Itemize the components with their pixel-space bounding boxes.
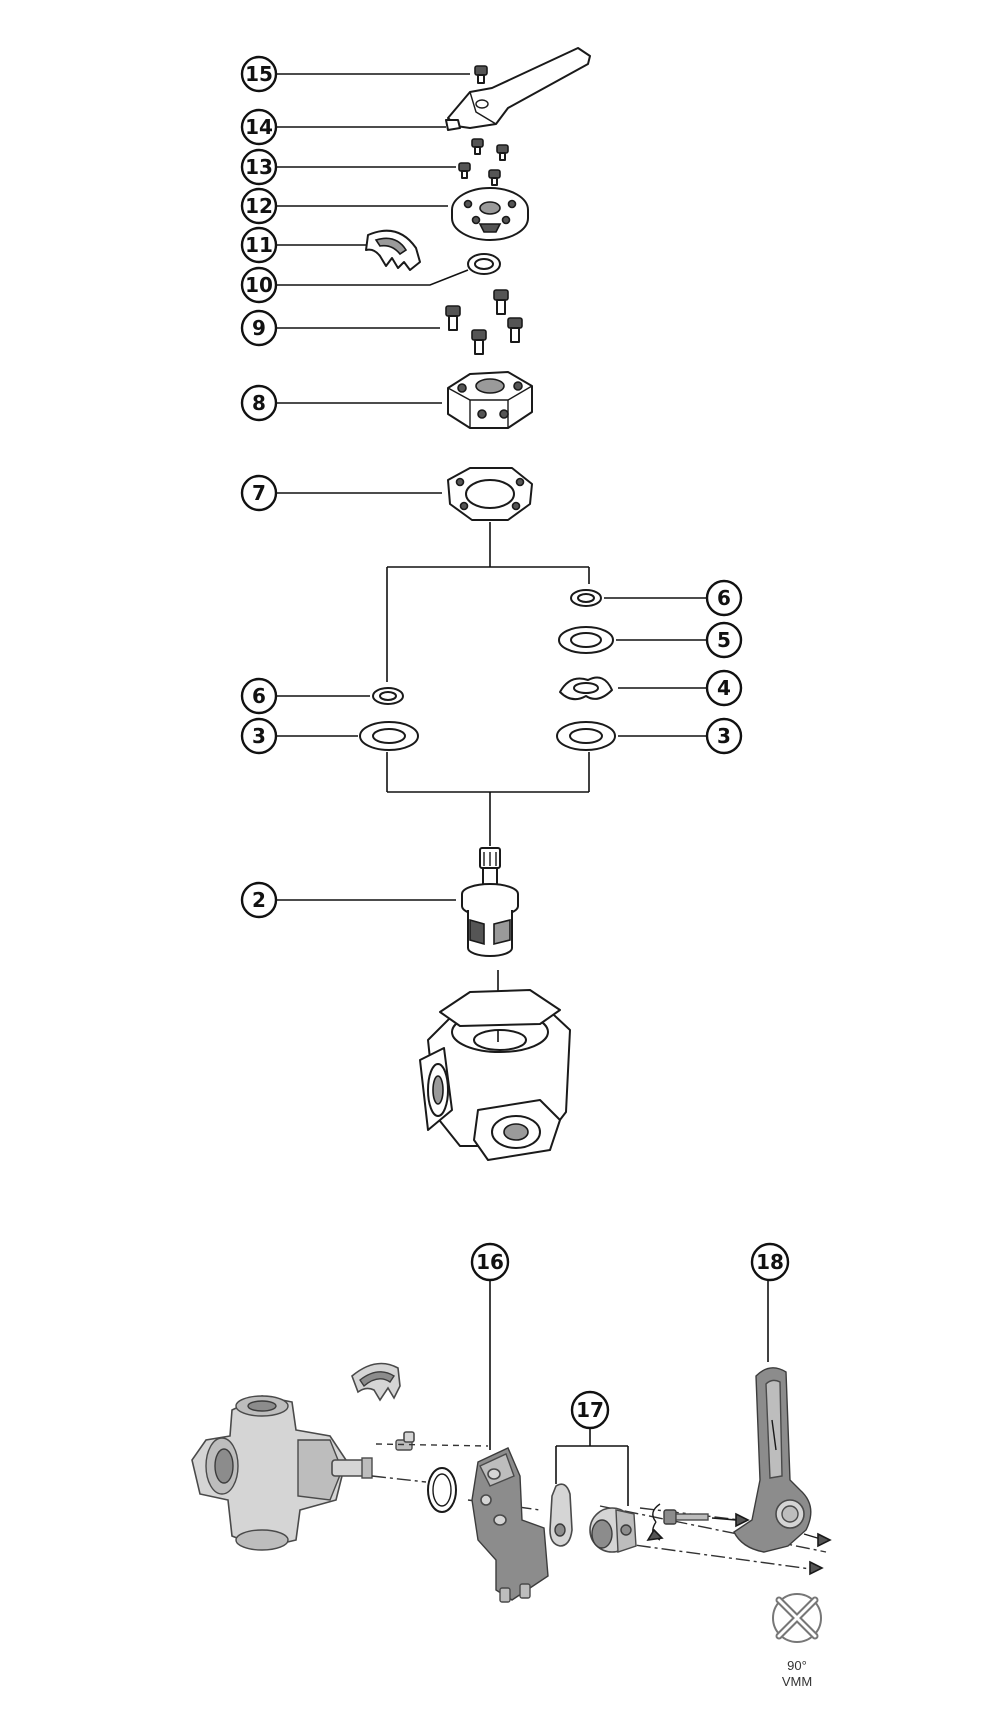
- part-5-ring: [558, 626, 706, 654]
- callout-3-right: 3: [705, 717, 743, 755]
- svg-text:14: 14: [245, 115, 273, 139]
- callout-3-left: 3: [240, 717, 278, 755]
- svg-text:15: 15: [245, 62, 273, 86]
- part-11-scale-plate: [276, 229, 421, 271]
- valve-body-4-way: [419, 970, 571, 1161]
- callout-12: 12: [240, 187, 278, 225]
- callout-10: 10: [240, 266, 278, 304]
- part-12-top-plate: [276, 187, 529, 241]
- part-14-lever-handle: [276, 47, 591, 131]
- svg-text:11: 11: [245, 233, 273, 257]
- callout-17: 17: [570, 1390, 610, 1430]
- part-3-right-ring: [556, 721, 706, 751]
- part-7-gasket: [276, 467, 533, 521]
- svg-text:6: 6: [252, 684, 266, 708]
- part-9-bolts: [276, 289, 523, 355]
- callout-6-left: 6: [240, 677, 278, 715]
- callout-16: 16: [470, 1242, 510, 1282]
- callout-8: 8: [240, 384, 278, 422]
- svg-text:2: 2: [252, 888, 266, 912]
- callout-7: 7: [240, 474, 278, 512]
- part-6-left-ring: [276, 687, 404, 705]
- rotation-code-label: VMM: [782, 1674, 812, 1689]
- svg-text:7: 7: [252, 481, 266, 505]
- assembly-connector-lower: [386, 752, 590, 846]
- part-4-wave-washer: [559, 676, 706, 701]
- svg-text:13: 13: [245, 155, 273, 179]
- svg-text:16: 16: [476, 1250, 504, 1274]
- callout-6-right: 6: [705, 579, 743, 617]
- part-2-stem-rotor: [276, 847, 519, 957]
- part-6-right-ring: [570, 589, 706, 607]
- svg-text:12: 12: [245, 194, 273, 218]
- svg-text:9: 9: [252, 316, 266, 340]
- callout-4: 4: [705, 669, 743, 707]
- callout-5: 5: [705, 621, 743, 659]
- svg-text:8: 8: [252, 391, 266, 415]
- assembly-connector-upper: [386, 522, 590, 682]
- x-circle-icon: [772, 1593, 822, 1643]
- part-10-o-ring: [276, 253, 501, 286]
- part-16-actuator-bracket: [471, 1280, 549, 1603]
- callout-15: 15: [240, 55, 278, 93]
- svg-text:3: 3: [717, 724, 731, 748]
- o-ring-lower: [427, 1467, 457, 1513]
- part-8-bonnet: [276, 371, 533, 429]
- screw-with-rotation-arrow: [646, 1503, 750, 1542]
- threaded-valve-body: [191, 1395, 373, 1551]
- callout-14: 14: [240, 108, 278, 146]
- svg-text:3: 3: [252, 724, 266, 748]
- callout-11: 11: [240, 226, 278, 264]
- part-17-coupling-set: [549, 1428, 637, 1553]
- part-13-screws: [276, 138, 509, 186]
- svg-text:18: 18: [756, 1250, 784, 1274]
- svg-text:10: 10: [245, 273, 273, 297]
- callout-18: 18: [750, 1242, 790, 1282]
- part-3-left-ring: [276, 721, 419, 751]
- svg-text:17: 17: [576, 1398, 604, 1422]
- svg-text:5: 5: [717, 628, 731, 652]
- svg-text:6: 6: [717, 586, 731, 610]
- rotation-angle-label: 90°: [787, 1658, 807, 1673]
- callout-2: 2: [240, 881, 278, 919]
- part-18-handle: [733, 1280, 832, 1576]
- svg-text:4: 4: [717, 676, 731, 700]
- callout-9: 9: [240, 309, 278, 347]
- part-15-screw: [272, 65, 488, 84]
- callout-13: 13: [240, 148, 278, 186]
- scale-plate-lower: [351, 1362, 415, 1451]
